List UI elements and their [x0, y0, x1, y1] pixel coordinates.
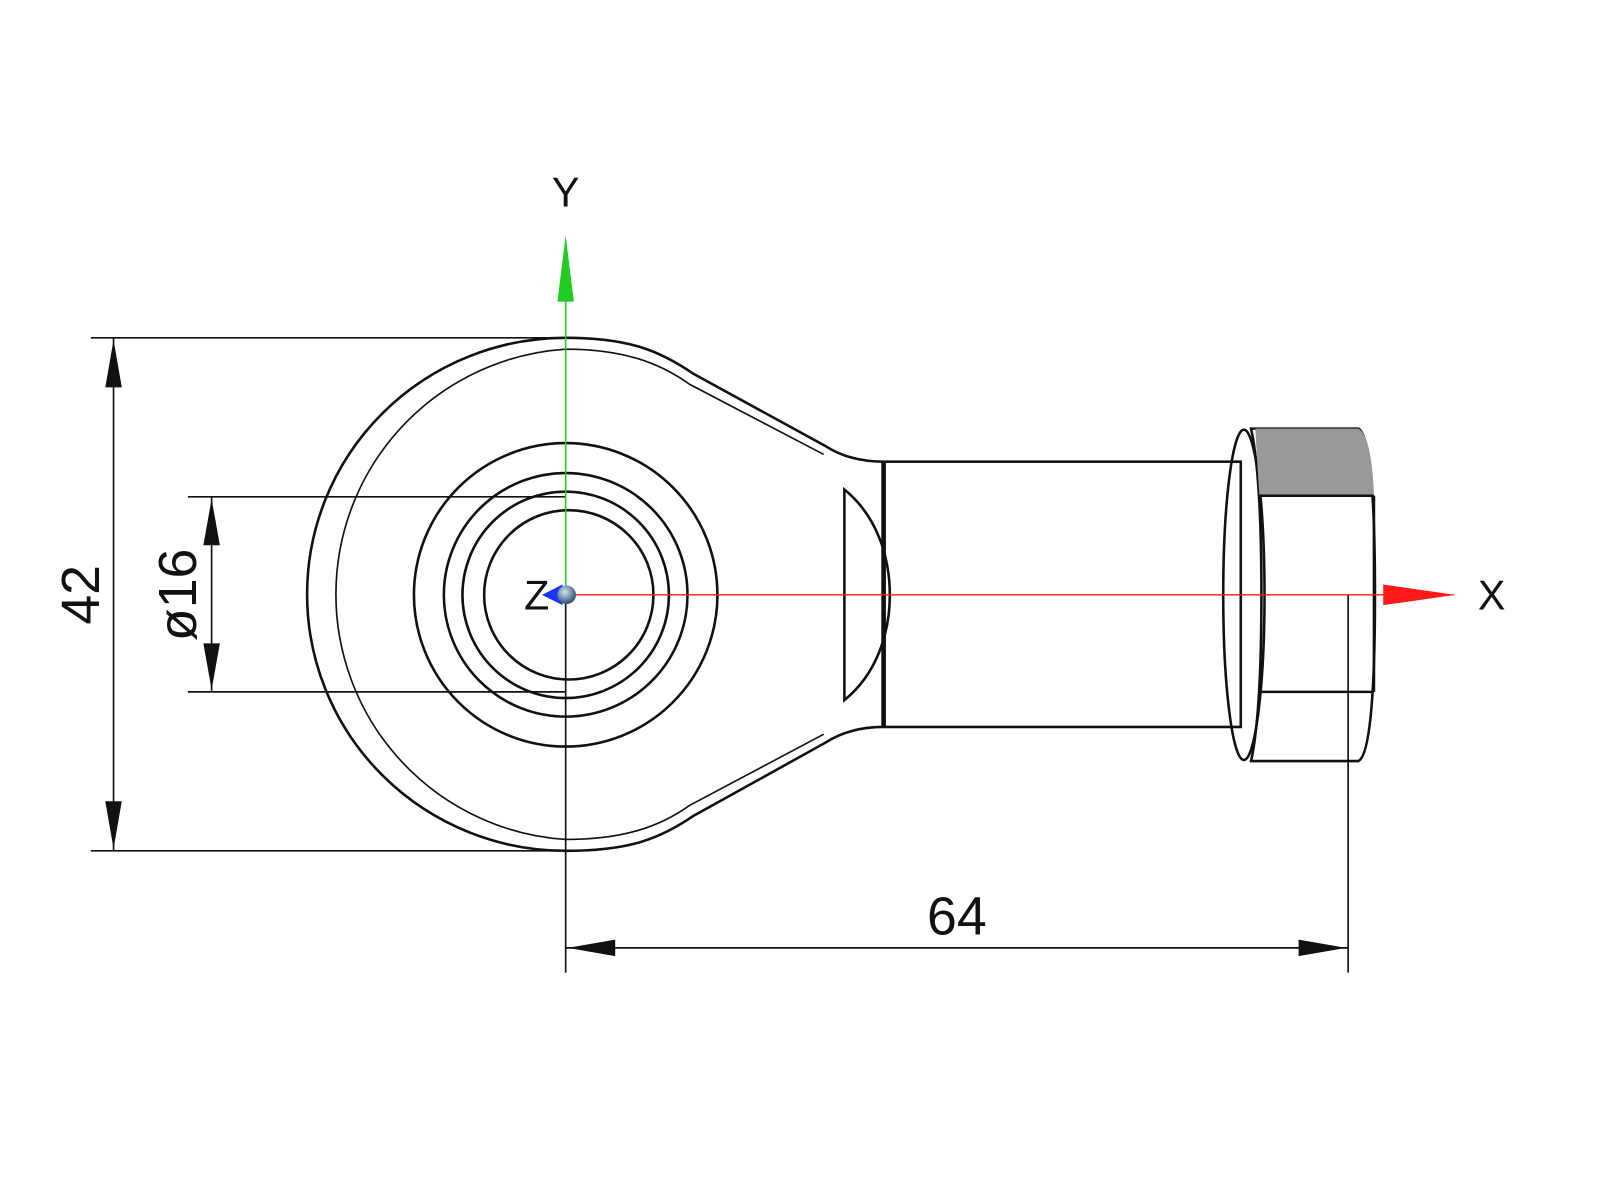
x-axis-arrow-icon — [1383, 584, 1456, 606]
arrow-up-icon — [203, 498, 220, 546]
dimension-height[interactable]: 42 — [51, 336, 566, 852]
dimension-bore-diameter[interactable]: ø16 — [148, 495, 566, 693]
dimension-bore-label: ø16 — [148, 549, 208, 641]
z-axis-arrow-icon — [541, 584, 563, 606]
arrow-down-icon — [203, 643, 220, 690]
z-axis-label: Z — [524, 572, 549, 618]
arrow-down-icon — [105, 801, 122, 849]
arrow-left-icon — [567, 939, 616, 957]
dimension-length-label: 64 — [927, 886, 987, 946]
dimension-length[interactable]: 64 — [564, 594, 1349, 973]
y-axis-arrow-icon — [557, 235, 574, 302]
eye-outline — [305, 336, 884, 853]
hex-flat-top — [1255, 428, 1374, 496]
y-axis-label: Y — [552, 170, 580, 216]
arrow-up-icon — [105, 339, 122, 388]
arrow-right-icon — [1298, 939, 1347, 957]
dimension-height-label: 42 — [51, 565, 111, 625]
eye-bevel — [335, 348, 825, 841]
x-axis-label: X — [1478, 572, 1506, 618]
axis-triad: Y X Z — [524, 170, 1505, 619]
origin-ball-icon — [557, 585, 576, 605]
